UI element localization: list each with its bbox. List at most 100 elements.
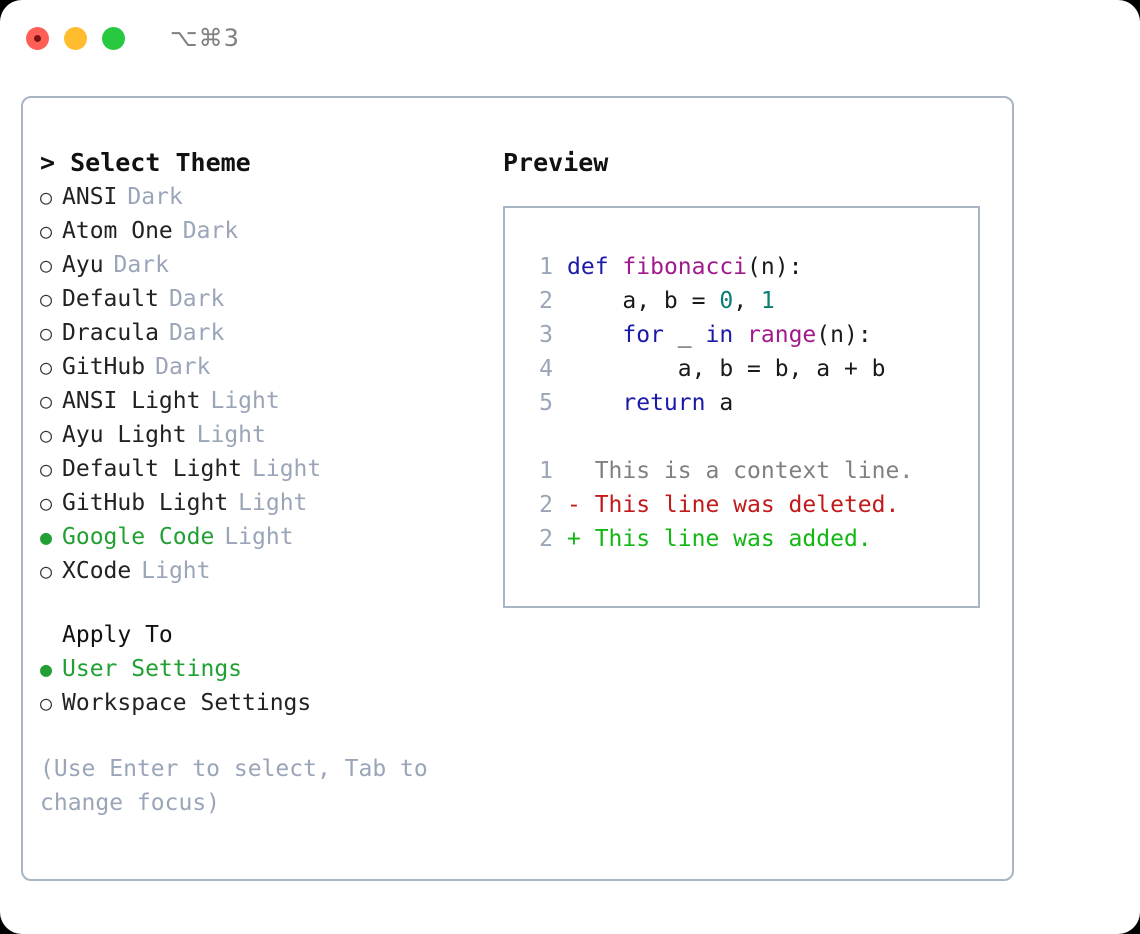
theme-variant-tag: Dark xyxy=(182,218,239,244)
minimize-window-button[interactable] xyxy=(64,26,87,50)
code-token-kw: for xyxy=(622,322,664,348)
theme-variant-tag: Dark xyxy=(168,320,225,346)
code-token-pun: (n): xyxy=(747,254,803,280)
code-line-number: 4 xyxy=(539,356,553,382)
code-line: 2 a, b = 0, 1 xyxy=(523,284,978,318)
theme-option-label: Default xyxy=(62,286,159,312)
code-token-pun xyxy=(567,390,622,416)
radio-selected-icon: ● xyxy=(40,525,53,549)
radio-unselected-icon: ○ xyxy=(40,185,53,209)
code-token-fn: fibonacci xyxy=(622,254,748,280)
code-line: 3 for _ in range(n): xyxy=(523,318,978,352)
section-spacer xyxy=(40,588,503,618)
theme-option-xcode[interactable]: ○ XCode Light xyxy=(40,554,503,588)
code-token-pun xyxy=(609,254,623,280)
code-line-content: a, b = 0, 1 xyxy=(567,284,775,318)
theme-option-label: Dracula xyxy=(62,320,159,346)
theme-variant-tag: Dark xyxy=(155,354,211,380)
diff-line-del: 2- This line was deleted. xyxy=(523,488,978,522)
radio-unselected-icon: ○ xyxy=(40,559,53,583)
code-token-pun: _ xyxy=(663,322,706,348)
radio-unselected-icon: ○ xyxy=(40,691,53,715)
theme-option-label: XCode xyxy=(62,558,132,584)
code-token-fn: range xyxy=(747,322,817,348)
apply-to-option-workspace-settings[interactable]: ○ Workspace Settings xyxy=(40,686,503,720)
code-line-number: 5 xyxy=(539,390,553,416)
theme-variant-tag: Light xyxy=(196,422,266,448)
theme-variant-tag: Light xyxy=(238,490,308,516)
radio-unselected-icon: ○ xyxy=(40,423,53,447)
theme-option-dracula[interactable]: ○ Dracula Dark xyxy=(40,316,503,350)
code-token-kw: in xyxy=(705,322,734,348)
code-line: 4 a, b = b, a + b xyxy=(523,352,978,386)
apply-to-option-label: Workspace Settings xyxy=(62,690,312,716)
theme-variant-tag: Dark xyxy=(168,286,225,312)
diff-line-number: 1 xyxy=(539,458,553,484)
apply-to-option-label: User Settings xyxy=(62,656,243,682)
code-line-number: 1 xyxy=(539,254,553,280)
apply-to-list: ●User Settings ○ Workspace Settings xyxy=(40,652,503,720)
code-line: 1 def fibonacci(n): xyxy=(523,250,978,284)
theme-variant-tag: Light xyxy=(141,558,211,584)
theme-variant-tag: Dark xyxy=(113,252,169,278)
apply-to-header: Apply To xyxy=(62,622,173,648)
radio-unselected-icon: ○ xyxy=(40,491,53,515)
theme-option-default-light[interactable]: ○ Default Light Light xyxy=(40,452,503,486)
code-line-number: 2 xyxy=(539,288,553,314)
theme-option-ansi[interactable]: ○ ANSI Dark xyxy=(40,180,503,214)
preview-header: Preview xyxy=(503,148,609,177)
code-token-num: 1 xyxy=(760,288,775,314)
code-line-number: 3 xyxy=(539,322,553,348)
code-line-content: def fibonacci(n): xyxy=(567,250,802,284)
theme-variant-tag: Dark xyxy=(127,184,183,210)
radio-unselected-icon: ○ xyxy=(40,389,53,413)
radio-unselected-icon: ○ xyxy=(40,253,53,277)
theme-option-label: ANSI xyxy=(62,184,118,210)
theme-option-label: Default Light xyxy=(62,456,243,482)
diff-line-ctx: 1 This is a context line. xyxy=(523,454,978,488)
code-token-kw: return xyxy=(622,390,706,416)
diff-sample: 1 This is a context line.2- This line wa… xyxy=(523,454,978,556)
theme-option-label: Ayu xyxy=(62,252,104,278)
radio-unselected-icon: ○ xyxy=(40,321,53,345)
apply-to-option-user-settings[interactable]: ●User Settings xyxy=(40,652,503,686)
diff-line-add: 2+ This line was added. xyxy=(523,522,978,556)
theme-option-ayu[interactable]: ○ Ayu Dark xyxy=(40,248,503,282)
theme-option-label: Atom One xyxy=(62,218,173,244)
radio-unselected-icon: ○ xyxy=(40,287,53,311)
select-theme-header: > Select Theme xyxy=(40,148,251,177)
theme-variant-tag: Light xyxy=(252,456,322,482)
close-window-button[interactable] xyxy=(26,26,49,50)
code-line-content: return a xyxy=(567,386,733,420)
code-line-content: for _ in range(n): xyxy=(567,318,872,352)
theme-option-default[interactable]: ○ Default Dark xyxy=(40,282,503,316)
code-token-pun xyxy=(567,322,622,348)
code-token-pun: a, b = b, a + b xyxy=(567,356,886,382)
window-controls xyxy=(26,26,125,50)
theme-option-ayu-light[interactable]: ○ Ayu Light Light xyxy=(40,418,503,452)
code-token-pun xyxy=(733,322,747,348)
radio-unselected-icon: ○ xyxy=(40,457,53,481)
theme-option-atom-one[interactable]: ○ Atom One Dark xyxy=(40,214,503,248)
maximize-window-button[interactable] xyxy=(102,26,125,50)
theme-variant-tag: Light xyxy=(224,524,294,550)
theme-option-github-light[interactable]: ○ GitHub Light Light xyxy=(40,486,503,520)
code-token-pun: (n): xyxy=(816,322,872,348)
diff-line-content: This is a context line. xyxy=(567,458,914,484)
window-titlebar: ⌥⌘3 xyxy=(0,0,1140,76)
theme-option-label: Ayu Light xyxy=(62,422,187,448)
diff-line-content: + This line was added. xyxy=(567,526,872,552)
code-line-content: a, b = b, a + b xyxy=(567,352,886,386)
theme-option-label: GitHub Light xyxy=(62,490,229,516)
radio-unselected-icon: ○ xyxy=(40,219,53,243)
window-title: ⌥⌘3 xyxy=(170,24,240,52)
theme-option-label: GitHub xyxy=(62,354,146,380)
